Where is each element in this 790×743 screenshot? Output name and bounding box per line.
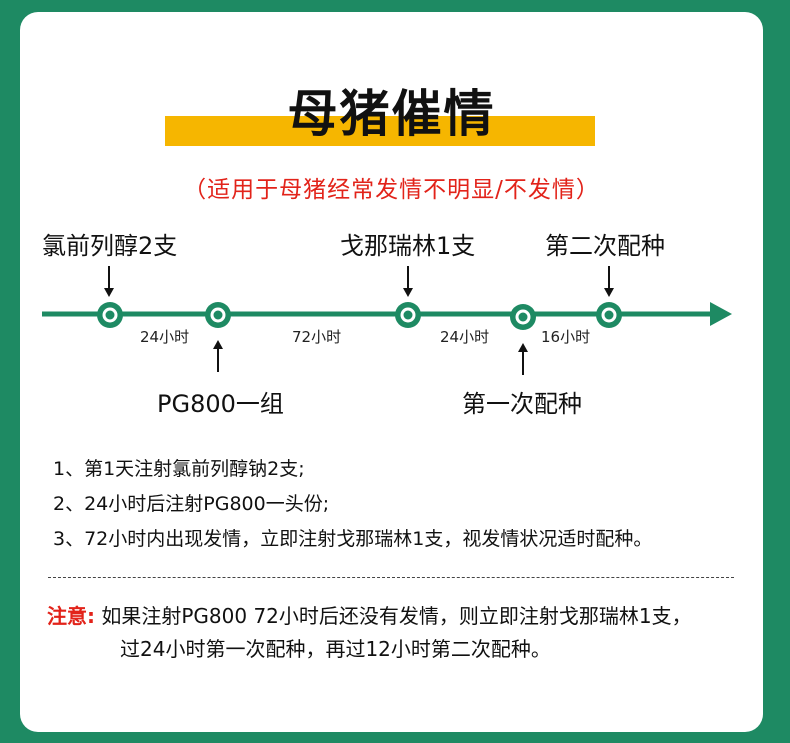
interval-label: 16小时 [541, 328, 591, 346]
timeline-label-gonadorelin: 戈那瑞林1支 [340, 232, 476, 260]
timeline-label-first-breeding: 第一次配种 [462, 390, 582, 418]
step-item: 3、72小时内出现发情，立即注射戈那瑞林1支，视发情状况适时配种。 [53, 528, 653, 550]
timeline-node-3 [395, 302, 421, 328]
step-list: 1、第1天注射氯前列醇钠2支; 2、24小时后注射PG800一头份; 3、72小… [53, 452, 652, 557]
timeline-node-4 [510, 304, 536, 330]
interval-label: 72小时 [292, 328, 342, 346]
note-text-line-2: 过24小时第一次配种，再过12小时第二次配种。 [120, 637, 551, 661]
timeline-arrowhead [710, 302, 732, 326]
dashed-divider [48, 577, 734, 578]
down-arrow-icon [403, 266, 413, 297]
timeline-node-1 [97, 302, 123, 328]
up-arrow-icon [518, 343, 528, 375]
note-block: 注意: 如果注射PG800 72小时后还没有发情，则立即注射戈那瑞林1支， 过2… [47, 600, 692, 666]
timeline-diagram [42, 266, 732, 375]
down-arrow-icon [604, 266, 614, 297]
page-title: 母猪催情 [287, 85, 496, 143]
step-item: 2、24小时后注射PG800一头份; [53, 493, 330, 515]
up-arrow-icon [213, 340, 223, 372]
title-highlight-bar [165, 116, 595, 146]
page-subtitle: （适用于母猪经常发情不明显/不发情） [183, 177, 600, 203]
interval-label: 24小时 [140, 328, 190, 346]
timeline-label-pg800: PG800一组 [157, 390, 284, 418]
down-arrow-icon [104, 266, 114, 297]
content-card: 母猪催情 （适用于母猪经常发情不明显/不发情） [20, 12, 763, 732]
timeline-label-chloprostenol: 氯前列醇2支 [42, 232, 178, 260]
interval-label: 24小时 [440, 328, 490, 346]
note-text-line-1: 如果注射PG800 72小时后还没有发情，则立即注射戈那瑞林1支， [101, 604, 692, 628]
timeline-node-5 [596, 302, 622, 328]
step-item: 1、第1天注射氯前列醇钠2支; [53, 458, 305, 480]
note-label: 注意: [47, 604, 95, 628]
timeline-node-2 [205, 302, 231, 328]
timeline-label-second-breeding: 第二次配种 [545, 232, 665, 260]
